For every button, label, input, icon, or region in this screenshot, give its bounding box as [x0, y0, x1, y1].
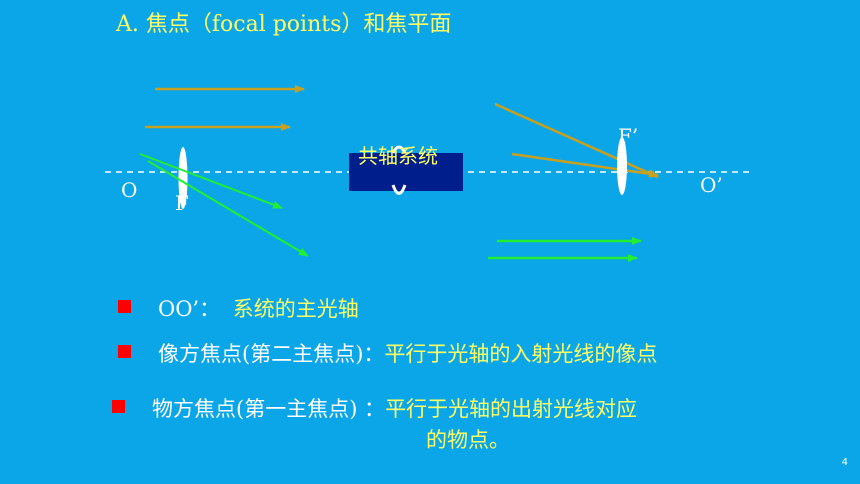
ray-converging-2	[511, 152, 659, 178]
back-lens	[617, 137, 627, 195]
bullet-item-object-focus: 物方焦点(第一主焦点) ：平行于光轴的出射光线对应	[152, 393, 637, 423]
bullet-definition-continued: 的物点。	[426, 428, 510, 452]
bullet-definition: 平行于光轴的入射光线的像点	[384, 342, 658, 366]
bullet-definition: 平行于光轴的出射光线对应	[385, 397, 638, 421]
bullet-marker	[118, 300, 131, 313]
back-focus-label: F’	[618, 124, 639, 148]
ray-green-lower	[147, 160, 309, 257]
slide-title: A. 焦点（focal points）和焦平面	[116, 12, 452, 37]
front-focus-label: F	[175, 191, 189, 215]
bullet-term: 物方焦点(第一主焦点) ：	[152, 397, 386, 421]
system-symbol-arc-top	[391, 145, 407, 154]
coaxial-system-label: 共轴系统	[358, 144, 438, 168]
point-label-o: O	[121, 178, 138, 202]
ray-green-upper	[139, 153, 283, 209]
system-symbol-arc-bottom	[391, 184, 407, 195]
page-number: 4	[841, 457, 848, 468]
bullet-definition: 系统的主光轴	[232, 297, 359, 321]
coaxial-system-box	[349, 153, 463, 191]
bullet-marker	[112, 400, 125, 413]
bullet-term: 像方焦点(第二主焦点)：	[158, 342, 385, 366]
bullet-term: OO’：	[158, 297, 221, 321]
bullet-item-image-focus: 像方焦点(第二主焦点)：平行于光轴的入射光线的像点	[158, 338, 657, 368]
ray-converging-1	[494, 102, 659, 179]
front-lens	[178, 147, 188, 209]
bullet-item-axis: OO’： 系统的主光轴	[158, 293, 359, 323]
point-label-o-prime: O’	[700, 173, 723, 197]
bullet-marker	[118, 345, 131, 358]
